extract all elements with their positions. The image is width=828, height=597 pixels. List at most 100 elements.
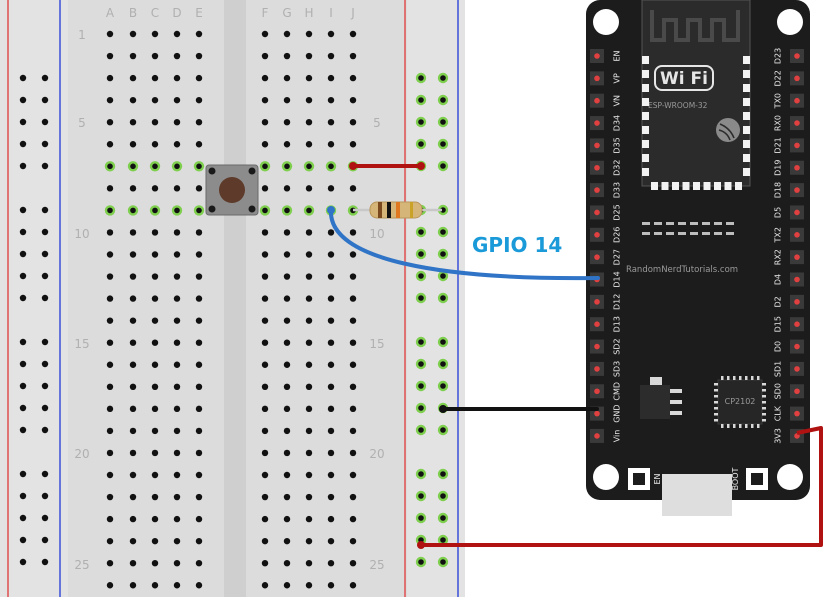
breadboard-hole (173, 427, 181, 435)
breadboard-hole (151, 295, 159, 302)
breadboard-hole (19, 140, 27, 148)
header-pin-hole (794, 187, 800, 193)
breadboard-hole (106, 96, 114, 104)
breadboard-hole (440, 75, 446, 81)
smd-pad (654, 222, 662, 225)
smd-pad (702, 222, 710, 225)
breadboard-hole (418, 141, 424, 147)
breadboard-hole (440, 515, 446, 521)
breadboard-hole (261, 361, 269, 368)
chip-pin (714, 395, 718, 398)
chip-pin (714, 389, 718, 392)
header-pin-hole (594, 388, 600, 395)
row-number: 25 (369, 558, 384, 572)
breadboard-hole (440, 339, 446, 345)
breadboard-hole (284, 163, 290, 170)
breadboard-hole (349, 361, 357, 368)
breadboard-hole (305, 560, 313, 567)
breadboard-hole (440, 163, 446, 169)
breadboard-hole (418, 471, 424, 477)
breadboard-hole (106, 74, 114, 82)
header-pin-hole (794, 232, 800, 238)
pin-label: D25 (613, 204, 622, 220)
breadboard-hole (305, 119, 313, 126)
breadboard-hole (195, 30, 203, 38)
module-pad (642, 168, 649, 176)
breadboard-hole (173, 582, 181, 589)
breadboard-hole (283, 361, 291, 368)
breadboard-hole (151, 405, 159, 413)
wire-end (327, 206, 335, 214)
wire-end (439, 405, 447, 413)
breadboard-hole (283, 339, 291, 346)
row-number: 15 (74, 337, 89, 351)
breadboard-hole (440, 295, 446, 301)
breadboard-hole (327, 582, 335, 589)
breadboard-hole (173, 317, 181, 324)
breadboard-hole (261, 582, 269, 589)
breadboard-hole (106, 471, 114, 479)
breadboard-hole (305, 52, 313, 60)
chip-pin (739, 376, 742, 380)
breadboard-hole (261, 493, 269, 501)
pin-label: EN (613, 50, 622, 61)
breadboard-hole (195, 427, 203, 435)
breadboard-hole (173, 52, 181, 60)
breadboard-hole (130, 207, 136, 214)
module-pad (724, 182, 732, 190)
pushbutton-cap[interactable] (219, 177, 245, 203)
chip-pin (751, 424, 754, 428)
breadboard-hole (130, 163, 136, 170)
pin-label: CMD (613, 382, 622, 401)
breadboard-hole (349, 383, 357, 390)
header-pin-hole (794, 75, 800, 82)
breadboard-hole (151, 251, 159, 258)
header-pin-hole (594, 187, 600, 193)
mounting-hole (777, 9, 803, 35)
column-letter: F (262, 6, 269, 20)
column-letter: C (151, 6, 159, 20)
breadboard-hole (283, 96, 291, 104)
chip-pin (757, 376, 760, 380)
breadboard-hole (151, 427, 159, 435)
breadboard-hole (151, 582, 159, 589)
header-pin-hole (794, 276, 800, 283)
module-pad (642, 140, 649, 148)
breadboard-hole (305, 449, 313, 457)
breadboard-hole (41, 206, 49, 214)
pin-label: D26 (613, 227, 622, 243)
pushbutton-leg (208, 205, 216, 213)
pin-label: D2 (774, 296, 783, 307)
smd-pad (654, 232, 662, 235)
chip-pin (727, 376, 730, 380)
breadboard-hole (151, 119, 159, 126)
breadboard-hole (195, 119, 203, 126)
breadboard-hole (261, 74, 269, 82)
breadboard-hole (19, 404, 27, 412)
breadboard-hole (174, 163, 180, 170)
module-pad (672, 182, 679, 190)
row-number: 5 (373, 116, 381, 130)
pin-label: D12 (613, 294, 622, 310)
wire-end (349, 162, 357, 170)
breadboard-hole (106, 317, 114, 324)
chip-pin (757, 424, 760, 428)
pin-label: SD1 (774, 361, 783, 377)
breadboard-hole (19, 426, 27, 434)
breadboard-hole (283, 185, 291, 192)
module-pad (642, 84, 649, 92)
row-number: 10 (74, 227, 89, 241)
breadboard-hole (349, 560, 357, 567)
pin-label: VP (613, 73, 622, 83)
pin-label: D32 (613, 160, 622, 176)
pin-label: RX2 (774, 249, 783, 265)
breadboard-hole (349, 141, 357, 148)
breadboard-hole (41, 96, 49, 104)
breadboard-hole (327, 229, 335, 236)
breadboard-hole (261, 119, 269, 126)
breadboard-hole (305, 295, 313, 302)
pin-label: D4 (774, 274, 783, 285)
header-pin-hole (794, 209, 800, 216)
breadboard-hole (19, 206, 27, 214)
